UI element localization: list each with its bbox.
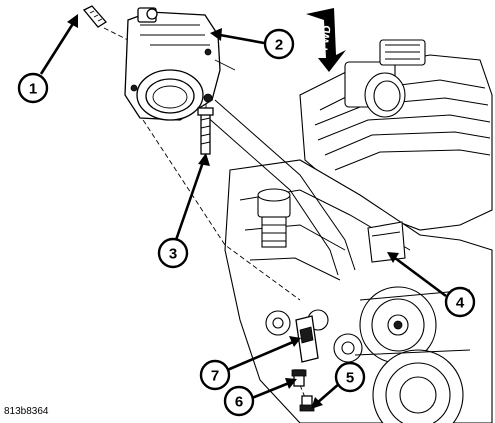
callout-3: 3 [157,237,189,269]
engine-assembly [204,39,493,423]
callout-6: 6 [223,385,255,417]
throttle-cable-bracket [367,221,406,263]
stud-7-part [295,315,319,363]
manifold-throttle-body [344,39,426,118]
callout-5-number: 5 [346,370,354,387]
oil-filler-cap [257,188,291,248]
bolt-1-part [82,5,107,28]
fwd-label: FWD [318,25,333,52]
callout-2-number: 2 [275,37,283,54]
bolt-5-part [299,395,315,412]
callout-4-number: 4 [456,295,465,312]
figure-id-label: 813b8364 [4,406,49,417]
callout-5: 5 [334,361,366,393]
throttle-body-part [124,7,236,121]
callout-2: 2 [263,28,295,60]
accessory-pulleys [265,286,471,423]
callout-3-number: 3 [169,246,177,263]
callout-6-number: 6 [235,394,243,411]
bolt-3-part [197,107,214,155]
callout-1: 1 [17,72,49,104]
bolt-6-part [291,369,307,387]
leader-lines [39,14,447,409]
callout-7-number: 7 [211,368,219,385]
forward-direction-indicator: FWD [306,8,346,72]
callout-7: 7 [199,359,231,391]
callout-1-number: 1 [29,81,37,98]
callout-4: 4 [444,286,476,318]
